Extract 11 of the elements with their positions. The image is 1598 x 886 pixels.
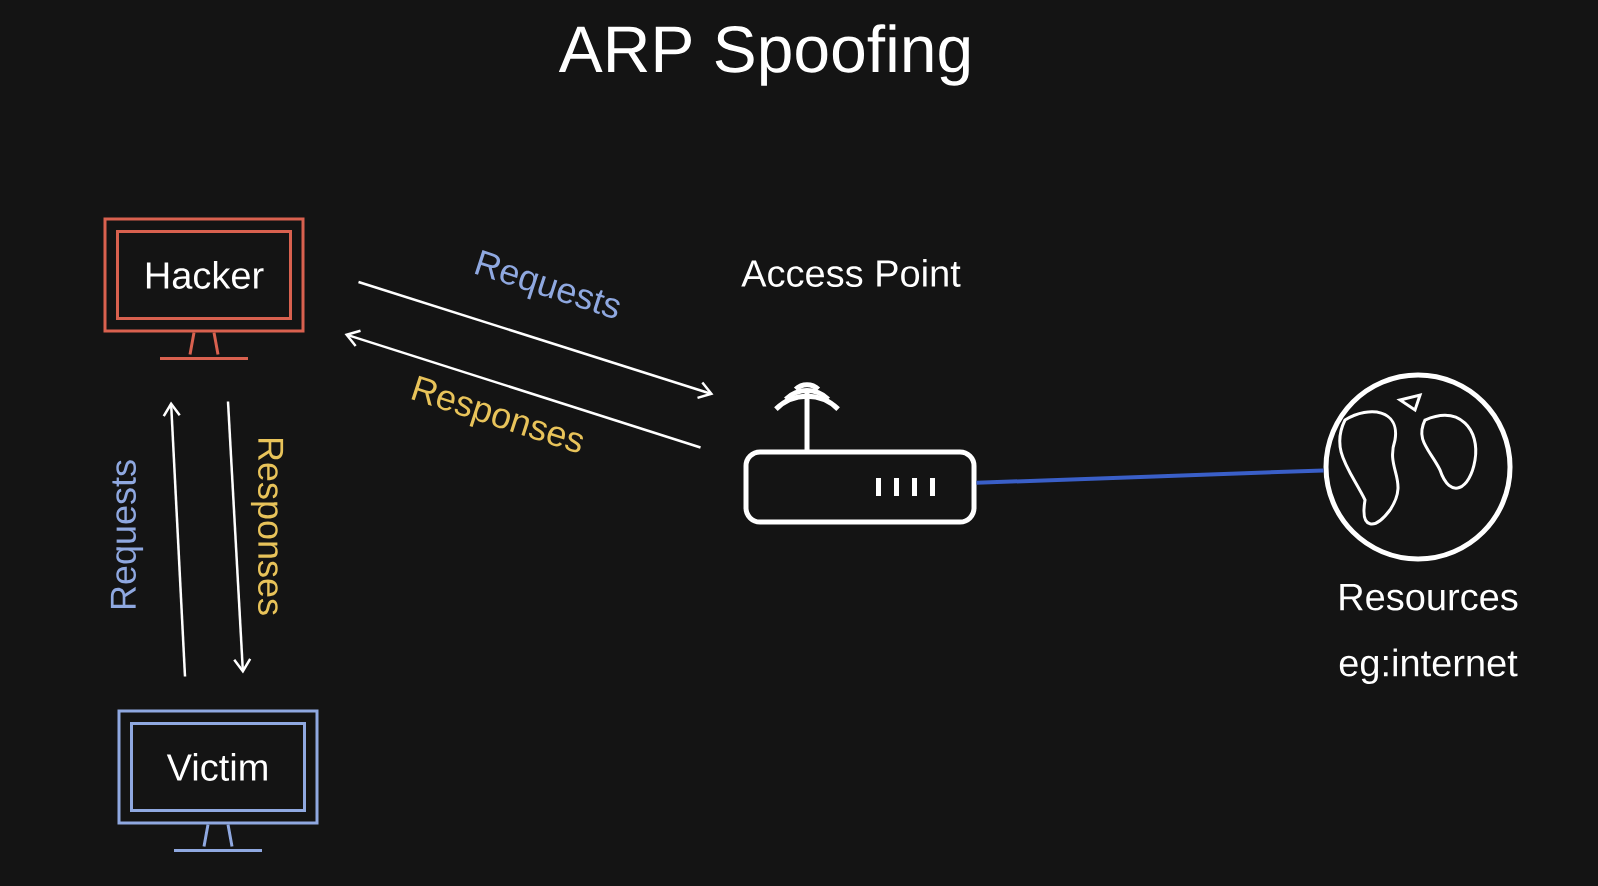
edge-label: Requests — [110, 460, 144, 609]
monitor-drawing: Victim — [117, 709, 319, 852]
edge-label: Responses — [250, 438, 284, 615]
monitor-drawing: Hacker — [103, 217, 305, 360]
arrow — [358, 280, 714, 400]
node-label: Resources eg:internet — [1339, 584, 1518, 684]
node-label: Access Point — [741, 259, 961, 287]
arrow — [162, 401, 187, 677]
arrow — [344, 329, 701, 449]
title: ARP Spoofing — [558, 24, 969, 86]
arrow — [226, 401, 252, 674]
